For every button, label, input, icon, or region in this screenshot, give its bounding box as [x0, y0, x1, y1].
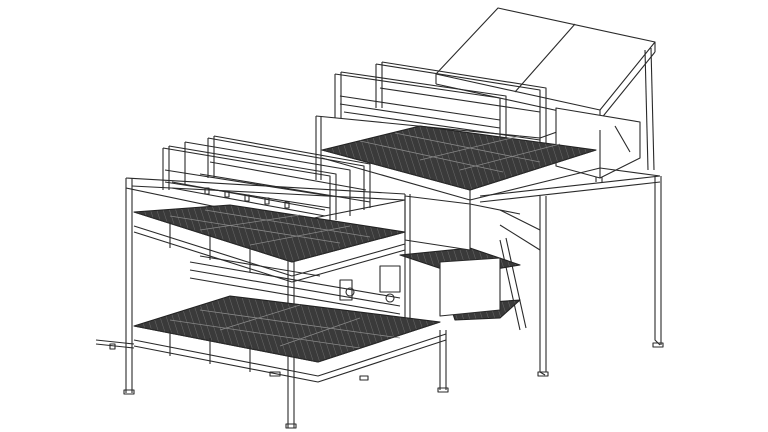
front-upper-feeder [171, 181, 326, 217]
front-feet [123, 342, 664, 429]
front-upper-railing [162, 135, 371, 222]
front-upper-grating [133, 204, 406, 263]
back-railing [334, 61, 547, 150]
back-support-legs [479, 175, 662, 376]
back-floor-grating [321, 125, 597, 191]
front-lower-grating [133, 295, 441, 363]
front-middle-feeder [189, 255, 401, 315]
back-side-panel [555, 107, 641, 179]
